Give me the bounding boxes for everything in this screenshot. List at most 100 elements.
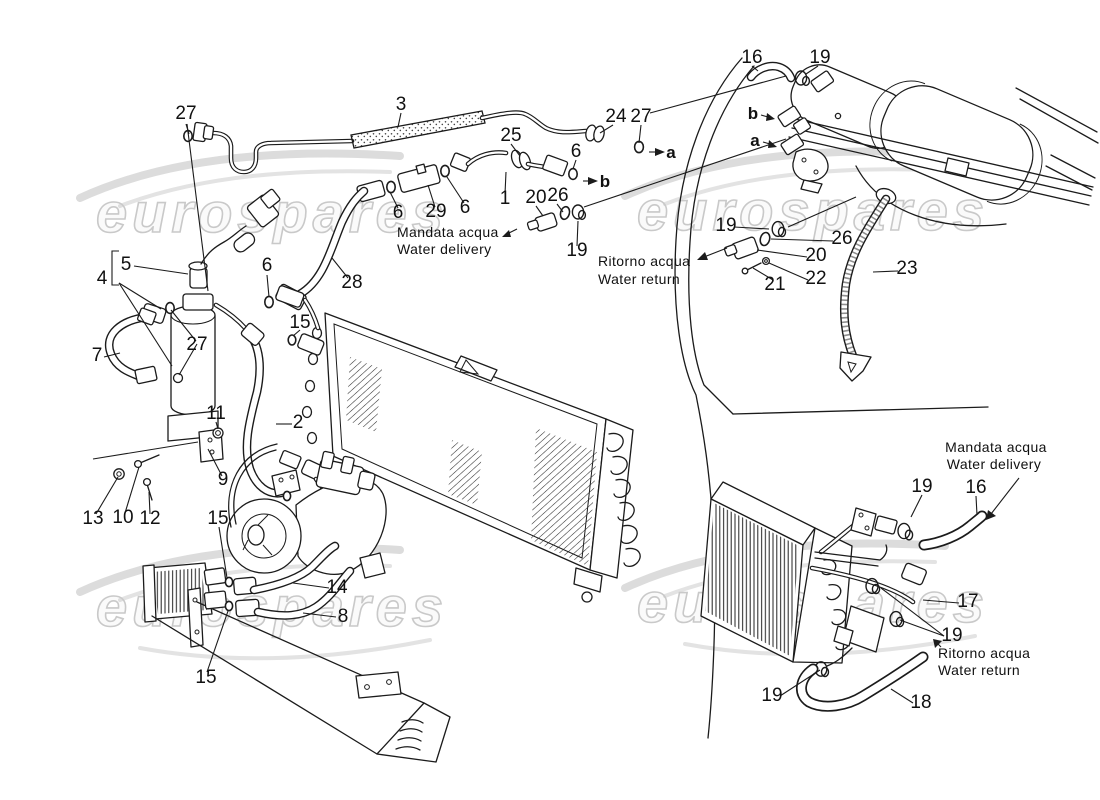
part-label-6: 6 xyxy=(262,255,273,276)
washer-22 xyxy=(761,256,771,266)
part-label-24: 24 xyxy=(605,106,627,127)
unit-bottom-curve xyxy=(855,165,1007,227)
drier-top-block xyxy=(182,293,214,311)
belt-line xyxy=(233,449,277,525)
direction-arrow xyxy=(787,445,831,474)
part-label-21: 21 xyxy=(764,274,785,295)
seal-26-return xyxy=(759,231,771,247)
o-ring-27-end xyxy=(633,140,645,154)
part-label-9: 9 xyxy=(218,469,229,490)
condenser-left-ports xyxy=(301,326,323,445)
part-label-12: 12 xyxy=(139,508,160,529)
cross-beam xyxy=(151,601,451,763)
clamp-19-core-mid2 xyxy=(889,610,905,628)
core-delivery-pipe xyxy=(821,507,982,552)
part-label-20: 20 xyxy=(805,245,826,266)
condenser-inlet-fittings xyxy=(275,285,325,356)
drain-hose-23 xyxy=(839,187,897,382)
o-ring-6 xyxy=(567,167,578,181)
water-return-label: Water return xyxy=(598,271,680,287)
part-label-20: 20 xyxy=(525,187,546,208)
part-label-6: 6 xyxy=(393,202,404,223)
part-label-27: 27 xyxy=(630,106,651,127)
ref-b-unit: b xyxy=(748,104,758,123)
part-label-1: 1 xyxy=(500,188,511,209)
unit-top-barb xyxy=(751,66,835,93)
union-15-fitting xyxy=(297,333,325,356)
union-fitting xyxy=(542,154,569,177)
part-label-10: 10 xyxy=(112,507,133,528)
part-label-27: 27 xyxy=(175,103,196,124)
condenser-foot xyxy=(573,567,603,603)
clamp-19-core-mid1 xyxy=(865,577,881,595)
beam-bracket xyxy=(355,671,402,699)
pulley-hub xyxy=(247,524,265,546)
part-label-29: 29 xyxy=(425,201,446,222)
leader-lines xyxy=(92,65,1020,704)
o-ring-15-bottom xyxy=(224,600,234,612)
shelf-line xyxy=(732,406,989,415)
part-label-2: 2 xyxy=(293,412,304,433)
beam-end-housing xyxy=(376,702,451,763)
washer-13 xyxy=(113,468,125,480)
mandata-acqua-label: Mandata acqua xyxy=(397,224,499,240)
hose7-lower-fitting xyxy=(134,365,158,385)
evap-fittings xyxy=(203,567,260,618)
part-label-11: 11 xyxy=(206,403,226,424)
drier-cylinder xyxy=(170,305,216,416)
part-label-6: 6 xyxy=(460,197,471,218)
part-label-7: 7 xyxy=(92,345,103,366)
nut-11 xyxy=(212,427,224,439)
pipe-inlet-fitting xyxy=(183,121,215,143)
clamp-9 xyxy=(167,410,224,463)
evap-left-plate xyxy=(142,564,157,623)
o-ring-15-top xyxy=(224,576,234,588)
part-label-19: 19 xyxy=(566,240,587,261)
part-label-16: 16 xyxy=(741,47,762,68)
part-label-19: 19 xyxy=(941,625,962,646)
alignment-line-a xyxy=(583,138,787,208)
part-label-16: 16 xyxy=(965,477,986,498)
part-label-27: 27 xyxy=(186,334,207,355)
ritorno-acqua-label: Ritorno acqua xyxy=(598,253,690,269)
part-label-17: 17 xyxy=(957,591,978,612)
bracket-4 xyxy=(111,250,119,286)
ref-b: b xyxy=(600,172,610,191)
o-ring-6-left xyxy=(385,180,396,194)
switch-cable xyxy=(200,225,247,265)
part-label-15: 15 xyxy=(289,312,310,333)
union-6-fitting xyxy=(275,285,305,308)
condenser-shading xyxy=(346,357,382,432)
flow-labels: Mandata acqua Water delivery Ritorno acq… xyxy=(397,224,1046,678)
ferrule-24 xyxy=(585,124,645,154)
alignment-line-return xyxy=(787,196,857,228)
evaporator-beam-group xyxy=(142,546,451,763)
callout-labels: 27 3 25 24 27 a 6 b 6 29 6 1 20 26 19 16… xyxy=(82,47,986,713)
water-delivery-label: Water delivery xyxy=(397,241,492,257)
core-return-pipes xyxy=(801,544,927,706)
pipe1-chain xyxy=(449,149,578,181)
clamp-19 xyxy=(571,204,587,221)
delivery-fitting-group xyxy=(526,204,587,232)
screw-12 xyxy=(142,477,153,501)
fitting-a-thermostat xyxy=(780,133,829,194)
braided-sleeve-part3 xyxy=(350,110,486,149)
part-label-28: 28 xyxy=(341,272,362,293)
heater-unit xyxy=(723,57,1099,382)
part-label-13: 13 xyxy=(82,508,103,529)
heater-core-inset xyxy=(700,445,982,706)
part-label-26: 26 xyxy=(547,185,568,206)
pressure-switch-5 xyxy=(189,267,208,289)
pipe-flange xyxy=(850,507,877,537)
fitting-b xyxy=(777,105,812,135)
part-label-14: 14 xyxy=(326,577,348,598)
clamp-19-engine xyxy=(794,70,811,87)
alignment-line-top xyxy=(649,75,787,114)
compressor-foot xyxy=(359,552,386,579)
part-label-18: 18 xyxy=(910,692,931,713)
part-label-23: 23 xyxy=(896,258,917,279)
part-label-8: 8 xyxy=(338,606,349,627)
part-label-19: 19 xyxy=(761,685,782,706)
